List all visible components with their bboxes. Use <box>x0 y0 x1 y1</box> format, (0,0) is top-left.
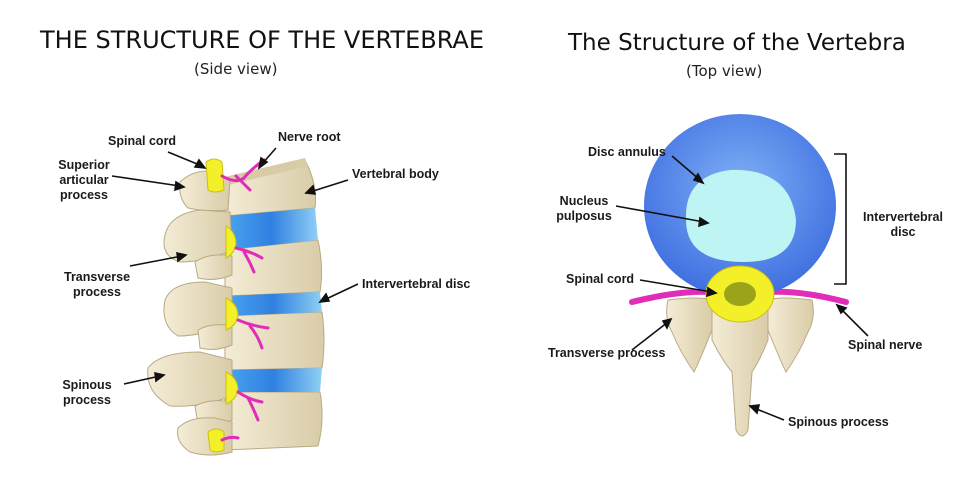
top-vertebra-bone <box>666 297 814 437</box>
label-nerve-root: Nerve root <box>278 130 341 144</box>
label-spinous-process-top: Spinous process <box>788 415 889 429</box>
label-intervertebral-disc-top: Intervertebral disc <box>863 210 943 239</box>
side-view-leader-arrows <box>111 147 359 385</box>
label-spinal-cord: Spinal cord <box>108 134 177 148</box>
label-intervertebral-disc: Intervertebral disc <box>362 277 471 291</box>
side-view-title: THE STRUCTURE OF THE VERTEBRAE <box>40 26 484 54</box>
top-view-title: The Structure of the Vertebra <box>568 30 906 56</box>
spinal-cord-side <box>205 158 239 453</box>
label-transverse-process-top: Transverse process <box>548 346 666 360</box>
nucleus-pulposus <box>685 169 796 262</box>
label-spinous-process: Spinous process <box>62 378 112 407</box>
label-vertebral-body: Vertebral body <box>352 167 439 181</box>
side-view-subtitle: (Side view) <box>194 60 278 78</box>
intervertebral-discs <box>225 208 322 392</box>
label-spinal-nerve: Spinal nerve <box>848 338 923 352</box>
label-spinal-cord-top: Spinal cord <box>566 272 635 286</box>
posterior-processes <box>147 170 233 456</box>
label-transverse-process: Transverse process <box>64 270 131 299</box>
intervertebral-disc-bracket <box>834 153 847 285</box>
top-view-subtitle: (Top view) <box>686 62 763 80</box>
top-view-leader-arrows <box>615 155 869 421</box>
label-disc-annulus: Disc annulus <box>588 145 666 159</box>
label-superior-articular-process: Superior articular process <box>58 158 110 202</box>
spinal-cord-grey-matter <box>724 282 756 306</box>
nerve-roots-side <box>220 158 270 442</box>
label-nucleus-pulposus: Nucleus pulposus <box>556 194 612 223</box>
